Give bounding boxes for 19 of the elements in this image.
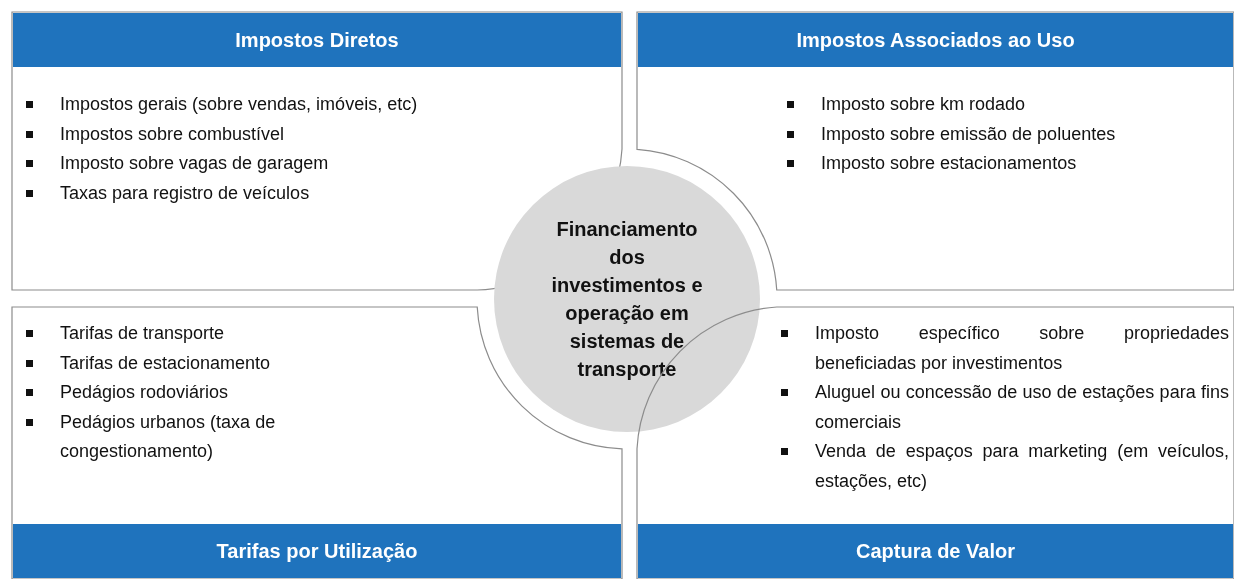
- bullet-text: Aluguel ou concessão de uso de estações para fins comerciais: [815, 381, 1229, 434]
- bullet-text: Pedágios urbanos (taxa de congestionamento): [60, 410, 277, 463]
- bullet-text: Imposto sobre emissão de poluentes: [821, 122, 1117, 146]
- bullet-text: Imposto sobre vagas de garagem: [60, 152, 330, 175]
- bullet-text: Venda de espaços para marketing (em veículos, estações, etc): [815, 440, 1229, 493]
- panel-header: Tarifas por Utilização: [13, 524, 621, 578]
- bullet-text: Impostos gerais (sobre vendas, imóveis, etc): [60, 93, 419, 116]
- panel-header: Captura de Valor: [638, 524, 1233, 578]
- bullet-text: Tarifas de transporte: [60, 322, 226, 345]
- bullet-text: Pedágios rodoviários: [60, 381, 230, 404]
- bullet-text: Taxas para registro de veículos: [60, 181, 311, 205]
- panel-header: Impostos Associados ao Uso: [638, 13, 1233, 67]
- bullet-text: Impostos sobre combustível: [60, 122, 286, 146]
- bullet-text: Imposto sobre km rodado: [821, 93, 1027, 116]
- center-text: Financiamento dos investimentos e operação em sistemas de transporte: [550, 217, 704, 382]
- bullet-text: Imposto específico sobre propriedades beneficiadas por investimentos: [815, 322, 1229, 375]
- bullet-text: Imposto sobre estacionamentos: [821, 152, 1078, 175]
- bullet-text: Tarifas de estacionamento: [60, 351, 272, 375]
- panel-header: Impostos Diretos: [13, 13, 621, 67]
